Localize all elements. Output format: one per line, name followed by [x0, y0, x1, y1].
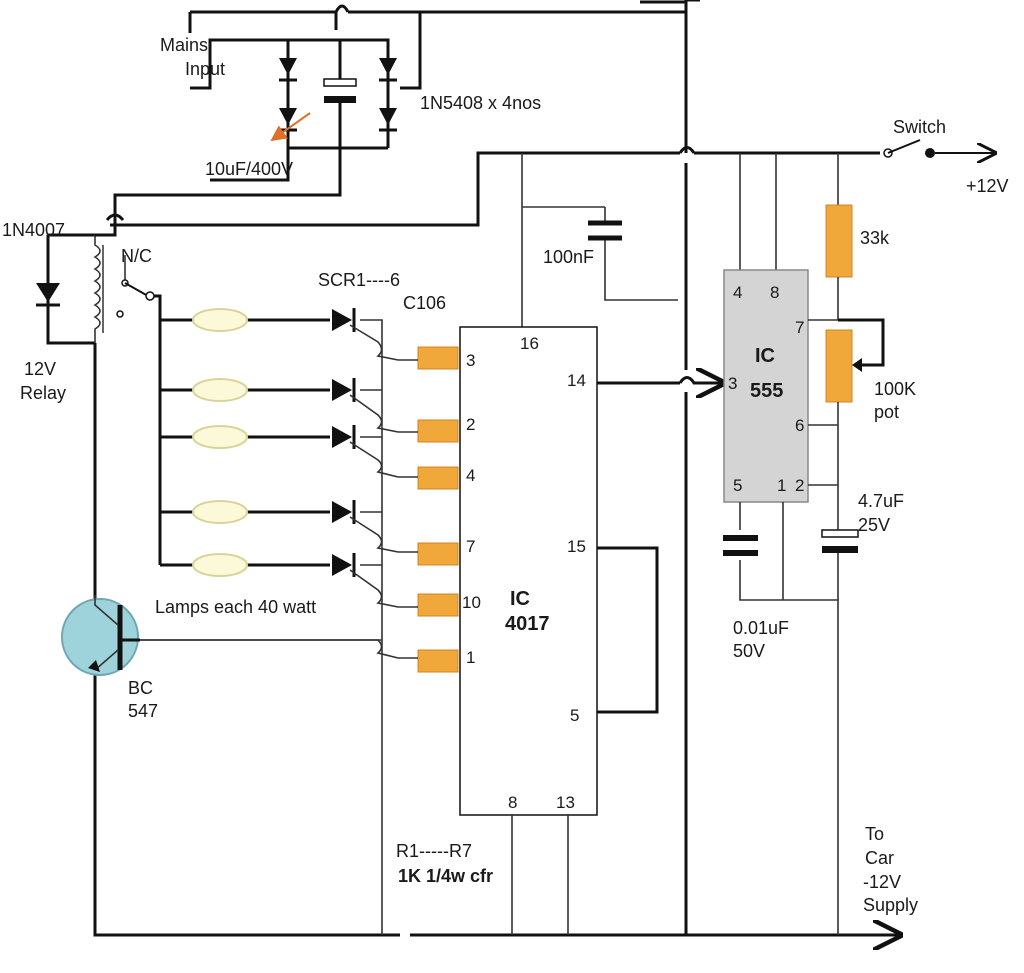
- ic-4017-pin-8: 8: [508, 793, 517, 812]
- power-switch[interactable]: [883, 139, 995, 158]
- resistor-33k: [825, 204, 853, 320]
- plus12v-label: +12V: [966, 176, 1009, 196]
- pot-label-1: 100K: [874, 379, 916, 399]
- ic-555-labels: IC 555 4 8 7 3 6 5 1 2: [728, 283, 804, 495]
- lamp: [192, 425, 248, 449]
- supply-wiring: [93, 0, 900, 935]
- ic-4017-pin-5: 5: [570, 706, 579, 725]
- scr: [332, 425, 399, 478]
- ic-555-pin-6: 6: [795, 416, 804, 435]
- bridge-diode: [379, 108, 397, 125]
- relay-label-2: Relay: [20, 383, 66, 403]
- scr-devices: [140, 308, 399, 659]
- switch-label: Switch: [893, 117, 946, 137]
- ic-4017-labels: IC 4017 16 14 15 5 8 13 3 2 4 7 10 1: [462, 334, 586, 812]
- pot-label-2: pot: [874, 402, 899, 422]
- mains-bridge-rectifier: [113, 4, 422, 220]
- ic-555-pin-1: 1: [777, 476, 786, 495]
- r33k-label: 33k: [860, 228, 890, 248]
- resistor-range-label: R1-----R7: [396, 841, 472, 861]
- ground-label-1: To: [865, 824, 884, 844]
- potentiometer-100k: [825, 318, 885, 485]
- scr: [332, 553, 399, 608]
- mains-label-2: Input: [185, 59, 225, 79]
- cap-47-label-2: 25V: [858, 515, 890, 535]
- scr: [332, 378, 399, 433]
- ground-label-2: Car: [865, 848, 894, 868]
- cap-001-label-1: 0.01uF: [733, 618, 789, 638]
- nc-label: N/C: [121, 246, 152, 266]
- ground-label-3: -12V: [863, 872, 901, 892]
- ic-4017-title-1: IC: [510, 588, 530, 610]
- relay-label-1: 12V: [24, 359, 56, 379]
- relay-12v: [36, 213, 162, 565]
- gate-resistor: [417, 593, 459, 617]
- mains-capacitor: [323, 78, 357, 87]
- ic-4017-out-7: 7: [466, 537, 475, 556]
- cap-100nf-label: 100nF: [543, 247, 594, 267]
- ic-555-title-1: IC: [755, 345, 775, 367]
- ic-4017-title-2: 4017: [505, 613, 550, 635]
- lamp: [192, 500, 248, 524]
- ic-555-pin-7: 7: [795, 318, 804, 337]
- relay-diode-label: 1N4007: [2, 220, 65, 240]
- resistor-value-label: 1K 1/4w cfr: [398, 866, 493, 886]
- bridge-label: 1N5408 x 4nos: [420, 93, 541, 113]
- gate-resistor: [417, 649, 459, 673]
- gate-resistor: [417, 419, 459, 443]
- ic-4017-pin-14: 14: [567, 371, 586, 390]
- ic-555-title-2: 555: [750, 380, 783, 402]
- mains-label-1: Mains: [160, 35, 208, 55]
- ic-4017-pin-16: 16: [520, 334, 539, 353]
- scr-type-label: C106: [403, 293, 446, 313]
- lamps-label: Lamps each 40 watt: [155, 597, 316, 617]
- scr: [332, 500, 399, 553]
- labels: Mains Input 1N5408 x 4nos 10uF/400V 1N40…: [2, 35, 1009, 915]
- gate-resistors: [398, 346, 459, 673]
- ic-4017-out-1: 1: [466, 648, 475, 667]
- ic-555-pin-8: 8: [770, 283, 779, 302]
- ic-4017-out-10: 10: [462, 593, 481, 612]
- ic-4017-pin-15: 15: [567, 537, 586, 556]
- bridge-diode: [279, 58, 297, 75]
- transistor-label-1: BC: [128, 678, 153, 698]
- ic-4017-pin-13: 13: [556, 793, 575, 812]
- cap-47-label-1: 4.7uF: [858, 491, 904, 511]
- ic-555-pin-2: 2: [795, 476, 804, 495]
- capacitor-0-01uf: [723, 535, 758, 556]
- cap-001-label-2: 50V: [733, 641, 765, 661]
- ic-4017-out-2: 2: [466, 415, 475, 434]
- capacitor-4-7uf: [821, 485, 859, 600]
- transistor-bc547: [61, 595, 140, 676]
- lamps: [192, 308, 248, 577]
- scr: [332, 308, 399, 361]
- ic-4017-out-3: 3: [466, 351, 475, 370]
- ic-555-pin-4: 4: [733, 283, 742, 302]
- scr-label: SCR1----6: [318, 270, 400, 290]
- lamp: [192, 553, 248, 577]
- mains-cap-label: 10uF/400V: [205, 159, 293, 179]
- ic-555-pin-3: 3: [728, 374, 737, 393]
- ic-4017-out-4: 4: [466, 466, 475, 485]
- lamp-scr-array: [140, 318, 383, 935]
- gate-resistor: [417, 466, 459, 490]
- ic-555-pin-5: 5: [733, 476, 742, 495]
- gate-resistor: [417, 346, 459, 370]
- bridge-diode: [279, 108, 297, 125]
- top-wire: [348, 0, 688, 14]
- capacitor-100nf: [588, 220, 622, 241]
- transistor-label-2: 547: [128, 701, 158, 721]
- ic-4017: [459, 326, 723, 935]
- lamp: [192, 378, 248, 402]
- ground-label-4: Supply: [863, 895, 918, 915]
- bridge-diode: [379, 58, 397, 75]
- lamp: [192, 308, 248, 332]
- gate-resistor: [417, 542, 459, 566]
- ic-555: [723, 269, 839, 935]
- relay-flyback-diode: [36, 283, 60, 302]
